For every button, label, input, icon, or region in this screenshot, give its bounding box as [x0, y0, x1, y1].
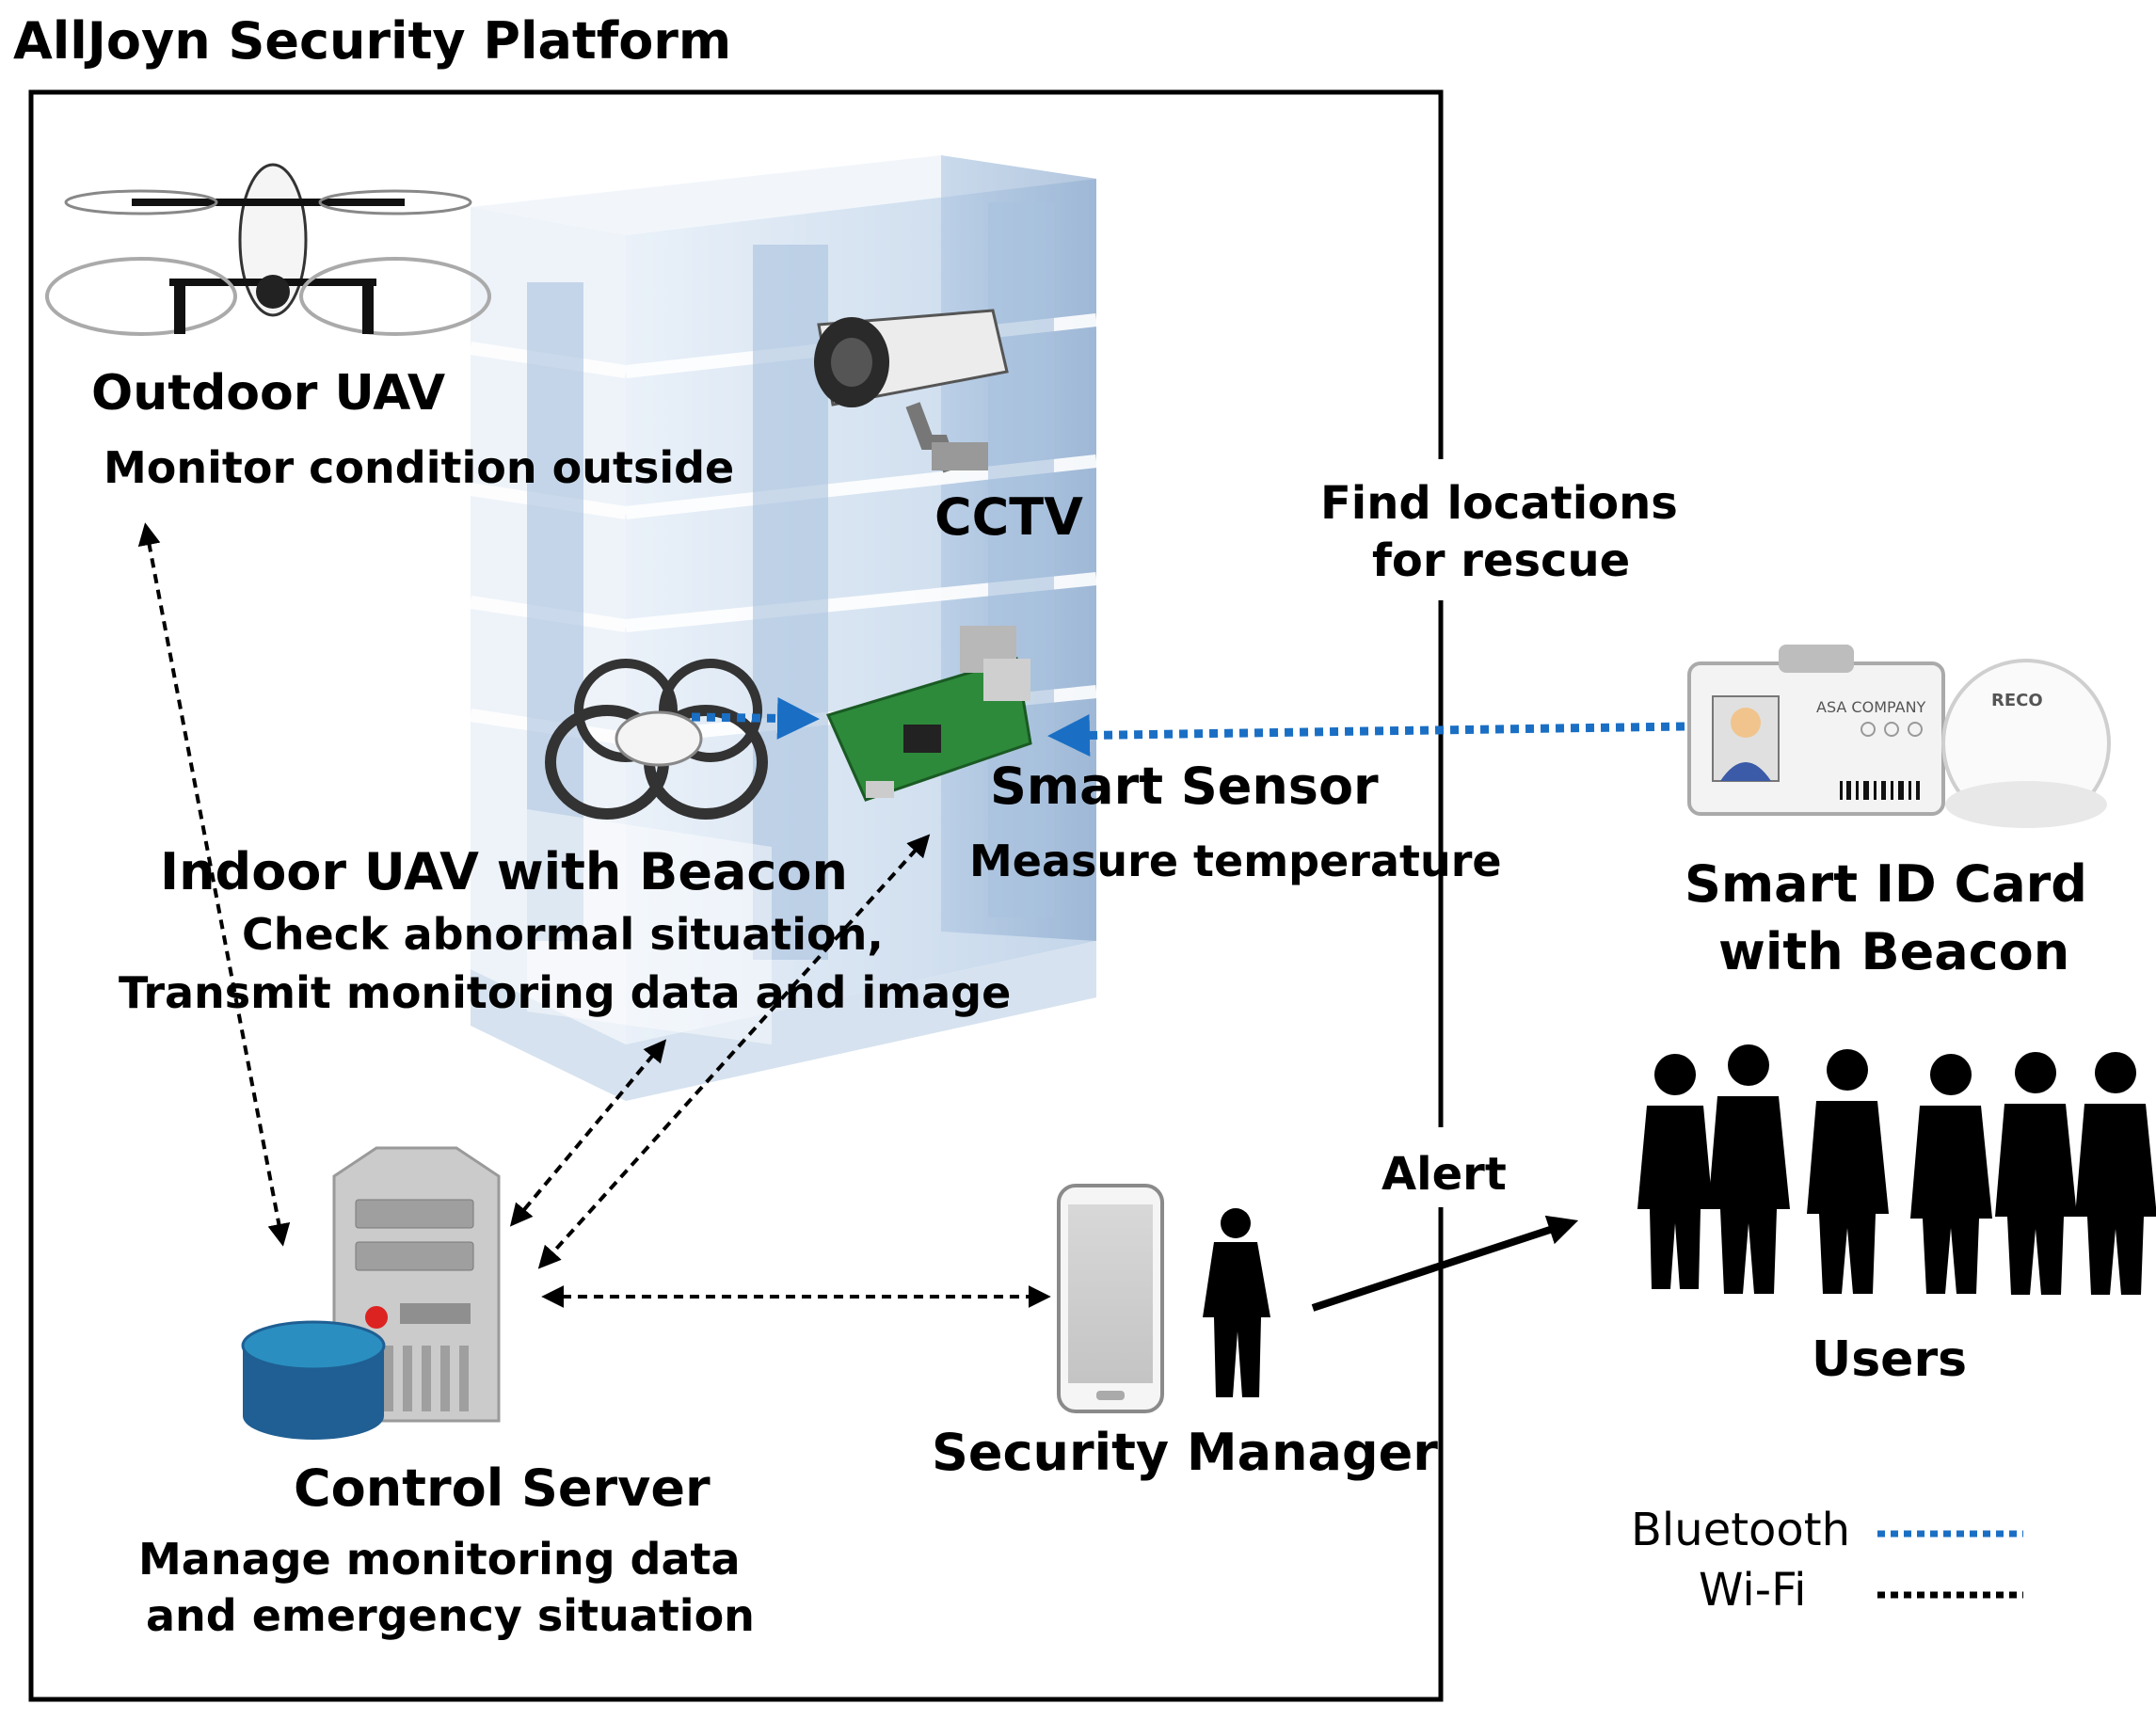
outdoor-uav-label: Outdoor UAV: [91, 365, 446, 422]
smart-id-card-label-line1: Smart ID Card: [1685, 854, 2087, 914]
smart-sensor-description: Measure temperature: [969, 836, 1502, 886]
security-manager-silhouette-icon: [1203, 1208, 1270, 1397]
smartphone-icon: [1057, 1184, 1164, 1413]
indoor-uav-label: Indoor UAV with Beacon: [160, 842, 848, 901]
alert-arrow: [1311, 1215, 1579, 1312]
smart-sensor-board-icon: [825, 626, 1032, 802]
users-silhouette-icon: [1637, 1044, 2156, 1295]
security-manager-label: Security Manager: [932, 1423, 1438, 1482]
legend-bluetooth-label: Bluetooth: [1631, 1504, 1851, 1556]
beacon-icon: [1941, 659, 2111, 828]
outdoor-uav-description: Monitor condition outside: [104, 442, 735, 493]
smart-sensor-label: Smart Sensor: [990, 757, 1379, 816]
smart-id-card-label-line2: with Beacon: [1718, 922, 2070, 981]
rescue-label-line1: Find locations: [1320, 477, 1678, 530]
boundary-gap-rescue: [1426, 459, 1456, 600]
beacon-brand-text: RECO: [1991, 691, 2043, 710]
bt-link-idcard-sensor: [1047, 713, 1685, 757]
indoor-uav-description-line1: Check abnormal situation,: [242, 909, 884, 960]
smart-id-card-icon: [1687, 645, 1945, 816]
indoor-drone-icon: [545, 659, 768, 820]
database-icon: [241, 1320, 386, 1440]
wifi-link-outdoor-uav-server: [137, 522, 291, 1247]
platform-boundary: [28, 89, 1444, 1702]
wifi-connections: [137, 522, 1051, 1308]
wifi-link-sensor-server: [537, 834, 931, 1269]
id-card-company-text: ASA COMPANY: [1816, 698, 1926, 716]
bluetooth-connections: [691, 696, 1685, 757]
control-server-label: Control Server: [294, 1458, 711, 1518]
cctv-label: CCTV: [934, 487, 1083, 547]
alert-label: Alert: [1381, 1148, 1507, 1201]
legend-wifi-label: Wi-Fi: [1699, 1564, 1807, 1617]
bt-link-indoor-uav-sensor: [691, 696, 820, 740]
control-server-description-line1: Manage monitoring data: [138, 1534, 741, 1585]
outdoor-drone-icon: [45, 163, 491, 336]
indoor-uav-description-line2: Transmit monitoring data and image: [119, 967, 1012, 1018]
boundary-gap-alert: [1426, 1127, 1456, 1207]
users-label: Users: [1812, 1331, 1968, 1388]
cctv-camera-icon: [814, 309, 1009, 473]
platform-title: AllJoyn Security Platform: [13, 11, 732, 71]
rescue-label-line2: for rescue: [1372, 534, 1631, 587]
control-server-description-line2: and emergency situation: [146, 1590, 755, 1641]
